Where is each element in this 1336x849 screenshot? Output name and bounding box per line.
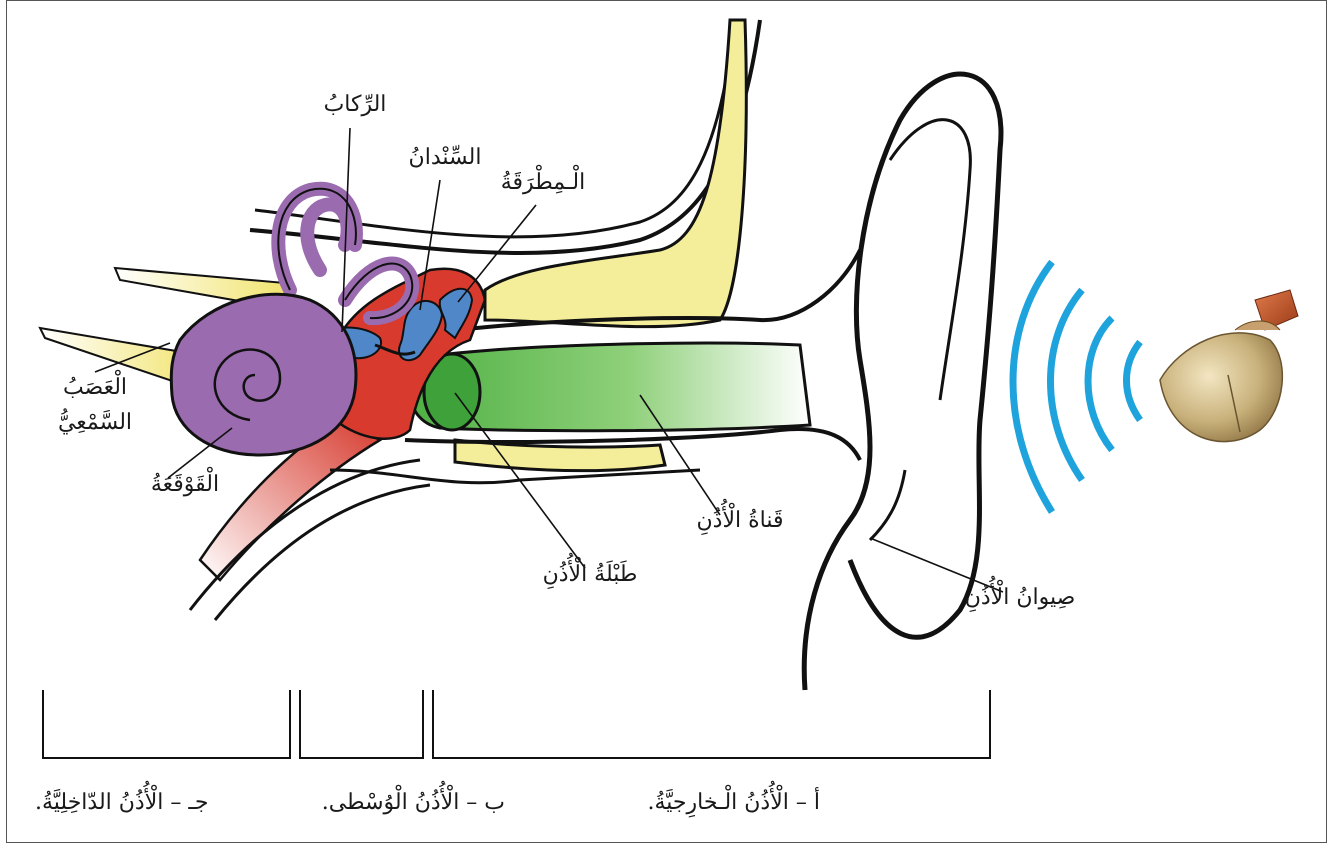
sound-waves [1013,262,1140,512]
bell-icon [1160,290,1298,442]
label-nerve-line1: الْعَصَبُ [40,375,150,400]
label-eardrum: طَبْلَةُ الْأُذُنِ [510,562,670,587]
caption-inner-ear: جـ – الْأُذُنُ الدّاخِلِيَّةُ. [35,790,270,815]
caption-outer-ear: أ – الْأُذُنُ الْـخارِجيَّةُ. [590,790,820,815]
label-ear-canal: قَناةُ الْأُذُنِ [665,508,815,533]
label-anvil: السِّنْدانُ [385,145,505,170]
auricle-inner-fold [890,120,970,400]
auricle-lobe [870,470,905,540]
caption-middle-ear: ب – الْأُذُنُ الْوُسْطى. [275,790,505,815]
label-stirrup: الرِّكابُ [300,92,410,117]
bracket-inner [43,690,290,758]
label-cochlea: الْقَوْقَعَةُ [120,472,250,497]
label-nerve-line2: السَّمْعِيُّ [30,410,160,435]
bracket-outer [433,690,990,758]
bone-outline-lower [330,470,700,483]
cochlea-shape [171,294,356,455]
lower-cartilage [455,440,665,471]
label-hammer: الْـمِطْرَقَةُ [478,170,608,195]
leader-auricle [870,538,1003,592]
bracket-middle [300,690,423,758]
label-auricle: صِيوانُ الْأُذُنِ [930,585,1110,610]
